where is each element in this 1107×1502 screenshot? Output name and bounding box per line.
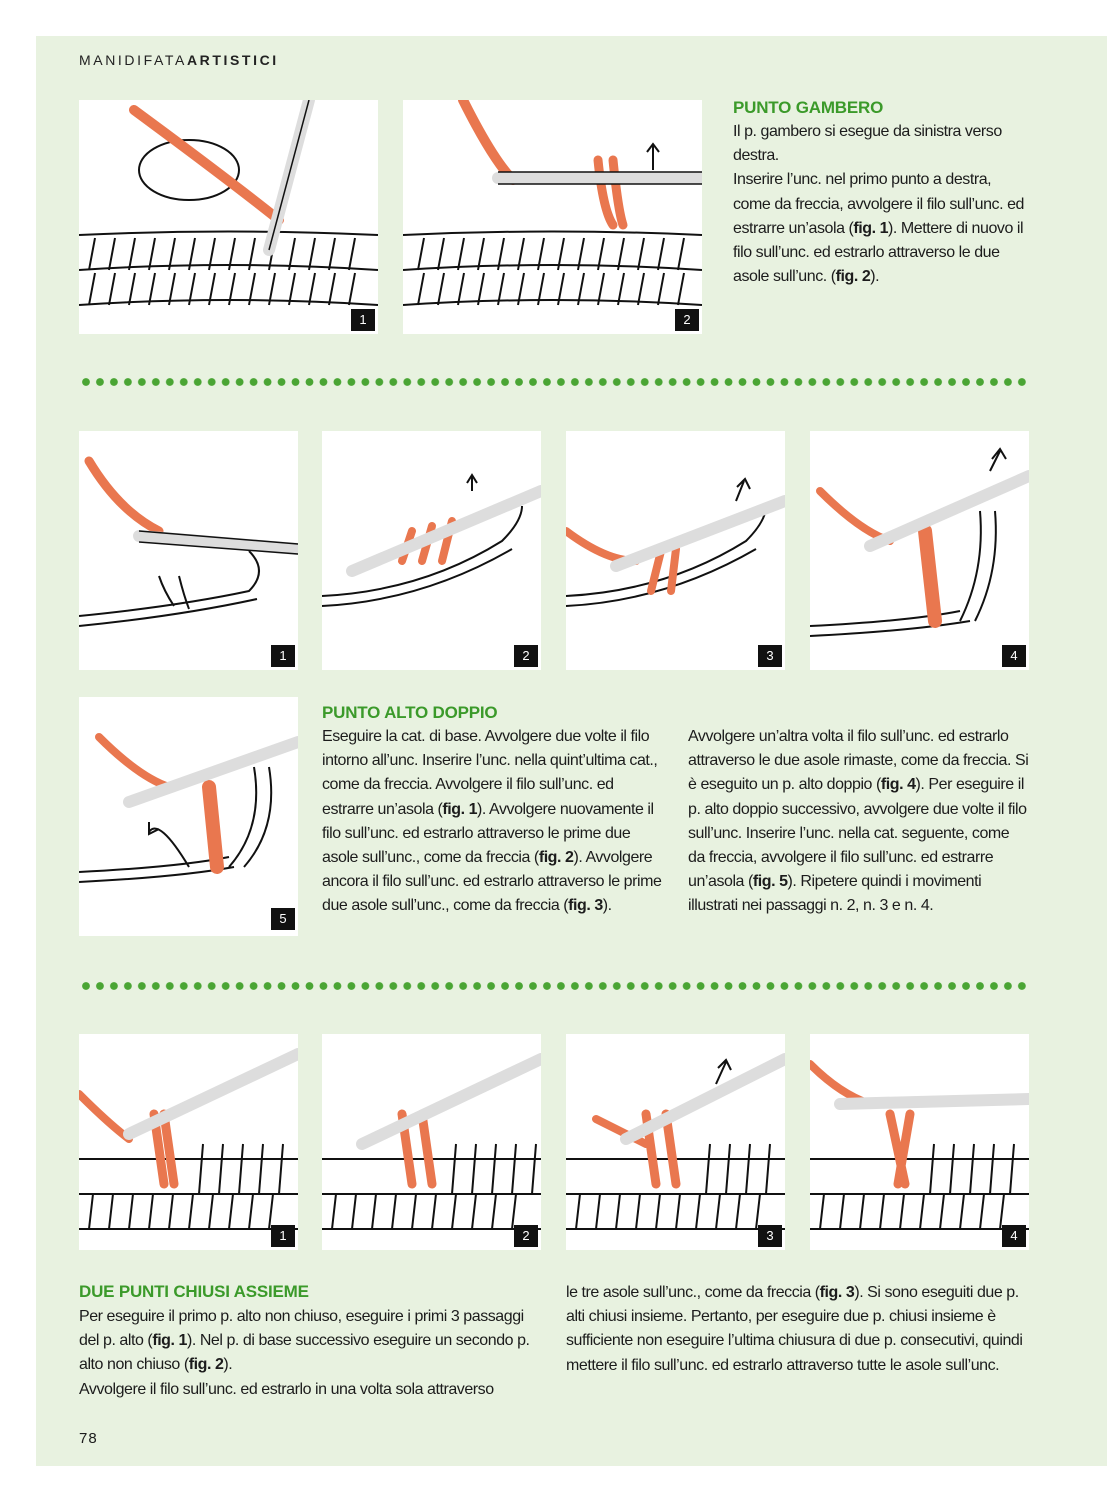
text-run: ). Mettere di nuovo il filo sull’unc. ed… bbox=[733, 219, 1024, 286]
figure-number: 4 bbox=[1002, 1225, 1026, 1247]
magazine-header: MANIDIFATAARTISTICI bbox=[79, 52, 279, 68]
figure-number: 1 bbox=[271, 645, 295, 667]
fig-ref: fig. 2 bbox=[835, 268, 871, 286]
alto-doppio-title: PUNTO ALTO DOPPIO bbox=[322, 703, 498, 722]
text-run: ). Avvolgere ancora il filo sull’unc. ed… bbox=[322, 849, 662, 915]
header-prefix: MANIDIFATA bbox=[79, 52, 187, 68]
figure-number: 3 bbox=[758, 645, 782, 667]
fig-ref: fig. 3 bbox=[568, 897, 603, 915]
alto-doppio-column-1: Eseguire la cat. di base. Avvolgere due … bbox=[322, 725, 664, 919]
figure-number: 2 bbox=[514, 645, 538, 667]
alto-doppio-figure-4: 4 bbox=[810, 431, 1029, 670]
fig-ref: fig. 3 bbox=[819, 1284, 855, 1301]
crochet-illustration-icon bbox=[79, 733, 298, 883]
page-number: 78 bbox=[79, 1430, 98, 1447]
crochet-illustration-icon bbox=[403, 100, 702, 306]
text-run: le tre asole sull’unc., come da freccia … bbox=[566, 1284, 820, 1301]
alto-doppio-column-2: Avvolgere un’altra volta il filo sull’un… bbox=[688, 725, 1029, 919]
text-run: ). bbox=[602, 897, 612, 915]
fig-ref: fig. 2 bbox=[188, 1356, 224, 1374]
crochet-illustration-icon bbox=[810, 1060, 1029, 1230]
fig-ref: fig. 1 bbox=[152, 1332, 187, 1350]
text-run: Inserire l’unc. nel primo punto a destra… bbox=[733, 171, 1024, 237]
figure-number: 2 bbox=[514, 1225, 538, 1247]
gambero-text: Il p. gambero si esegue da sinistra vers… bbox=[733, 120, 1029, 289]
fig-ref: fig. 2 bbox=[538, 849, 574, 867]
dotted-divider bbox=[79, 376, 1029, 388]
crochet-illustration-icon bbox=[322, 1053, 541, 1230]
chiusi-column-2: le tre asole sull’unc., come da freccia … bbox=[566, 1281, 1029, 1378]
alto-doppio-paragraph-1: Eseguire la cat. di base. Avvolgere due … bbox=[322, 725, 664, 919]
figure-number: 2 bbox=[675, 309, 699, 331]
fig-ref: fig. 5 bbox=[752, 873, 788, 891]
figure-number: 1 bbox=[351, 309, 375, 331]
figure-number: 5 bbox=[271, 908, 295, 930]
chiusi-figure-3: 3 bbox=[566, 1034, 785, 1250]
fig-ref: fig. 1 bbox=[442, 800, 478, 818]
text-run: ). bbox=[223, 1356, 233, 1374]
header-suffix: ARTISTICI bbox=[186, 52, 279, 68]
gambero-paragraph-1: Il p. gambero si esegue da sinistra vers… bbox=[733, 123, 1002, 165]
text-run: ). Si sono eseguiti due p. alti chiusi i… bbox=[566, 1284, 1023, 1374]
fig-ref: fig. 1 bbox=[853, 219, 889, 237]
chiusi-figure-2: 2 bbox=[322, 1034, 541, 1250]
gambero-paragraph-2: Inserire l’unc. nel primo punto a destra… bbox=[733, 168, 1029, 289]
text-run: Avvolgere un’altra volta il filo sull’un… bbox=[688, 728, 1029, 794]
figure-number: 1 bbox=[271, 1225, 295, 1247]
figure-number: 4 bbox=[1002, 645, 1026, 667]
gambero-figure-2: 2 bbox=[403, 100, 702, 334]
chiusi-paragraph-3: le tre asole sull’unc., come da freccia … bbox=[566, 1281, 1029, 1378]
crochet-illustration-icon bbox=[79, 100, 378, 306]
alto-doppio-figure-5: 5 bbox=[79, 697, 298, 936]
chiusi-paragraph-2: Avvolgere il filo sull’unc. ed estrarlo … bbox=[79, 1380, 494, 1398]
chiusi-paragraph-1: Per eseguire il primo p. alto non chiuso… bbox=[79, 1305, 543, 1378]
text-run: ). bbox=[870, 268, 880, 286]
crochet-illustration-icon bbox=[810, 447, 1029, 637]
gambero-figure-1: 1 bbox=[79, 100, 378, 334]
gambero-title: PUNTO GAMBERO bbox=[733, 98, 884, 117]
dotted-divider bbox=[79, 980, 1029, 992]
text-run: ). Nel p. di base successivo eseguire un… bbox=[79, 1332, 530, 1374]
crochet-illustration-icon bbox=[322, 473, 541, 607]
text-run: ). Ripetere quindi i movimenti illustrat… bbox=[688, 873, 982, 915]
crochet-illustration-icon bbox=[566, 1053, 785, 1230]
text-run: ). Per eseguire il p. alto doppio succes… bbox=[688, 776, 1027, 891]
crochet-illustration-icon bbox=[79, 456, 298, 627]
fig-ref: fig. 4 bbox=[880, 776, 916, 794]
text-run: ). Avvolgere nuovamente il filo sull’unc… bbox=[322, 800, 654, 867]
chiusi-column-1: Per eseguire il primo p. alto non chiuso… bbox=[79, 1305, 543, 1402]
crochet-illustration-icon bbox=[566, 477, 785, 607]
figure-number: 3 bbox=[758, 1225, 782, 1247]
alto-doppio-figure-2: 2 bbox=[322, 431, 541, 670]
chiusi-figure-1: 1 bbox=[79, 1034, 298, 1250]
alto-doppio-paragraph-2: Avvolgere un’altra volta il filo sull’un… bbox=[688, 725, 1029, 919]
chiusi-title: DUE PUNTI CHIUSI ASSIEME bbox=[79, 1282, 309, 1301]
alto-doppio-figure-1: 1 bbox=[79, 431, 298, 670]
text-run: Per eseguire il primo p. alto non chiuso… bbox=[79, 1308, 524, 1350]
text-run: Eseguire la cat. di base. Avvolgere due … bbox=[322, 728, 658, 818]
alto-doppio-figure-3: 3 bbox=[566, 431, 785, 670]
crochet-illustration-icon bbox=[79, 1048, 298, 1230]
chiusi-figure-4: 4 bbox=[810, 1034, 1029, 1250]
